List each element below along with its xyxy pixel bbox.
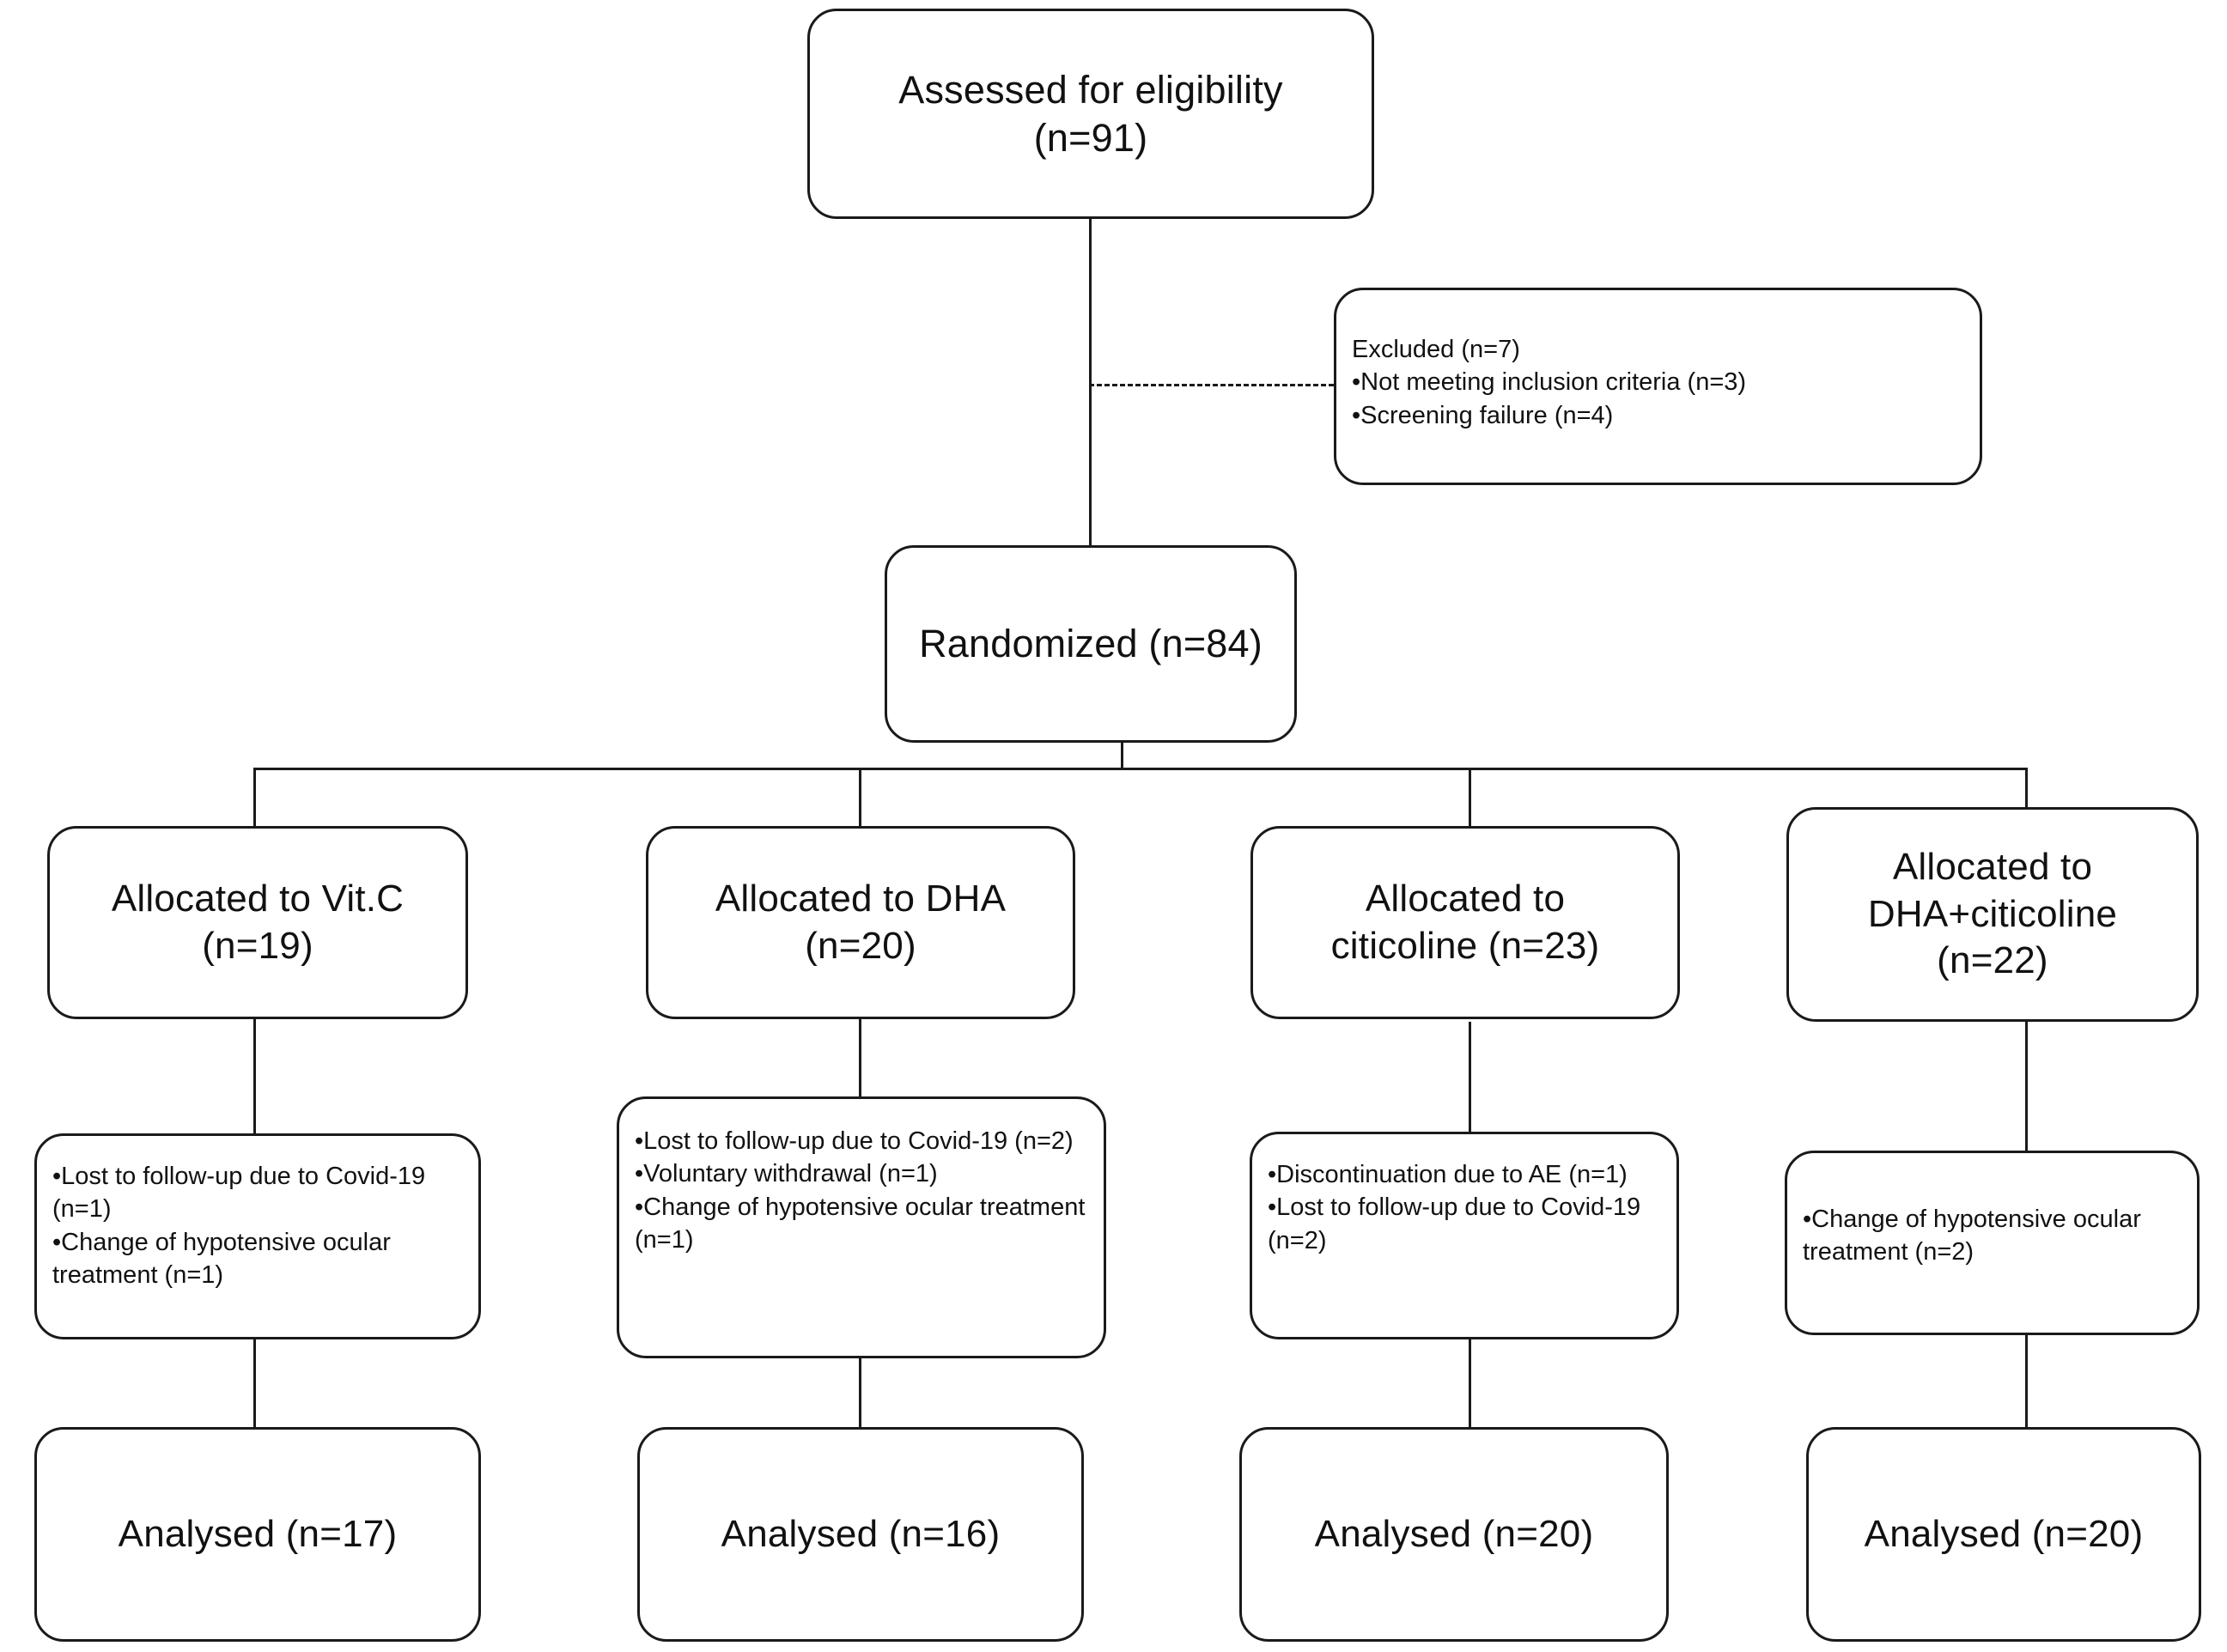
allocation-label-3: Allocated to DHA+citicoline (n=22) <box>1867 846 2118 982</box>
node-analysed-vitc: Analysed (n=17) <box>34 1427 481 1642</box>
excluded-item-1: •Screening failure (n=4) <box>1352 401 1614 429</box>
followup-3-item-0: •Change of hypotensive ocular treatment … <box>1803 1206 2141 1266</box>
branch-bar-segment-2 <box>481 768 1134 770</box>
node-followup-citicoline: •Discontinuation due to AE (n=1) •Lost t… <box>1250 1132 1679 1339</box>
followup-content-1: •Lost to follow-up due to Covid-19 (n=2)… <box>619 1125 1104 1256</box>
connector-branch-to-allocation-2 <box>1469 768 1471 826</box>
node-followup-dha: •Lost to follow-up due to Covid-19 (n=2)… <box>617 1096 1106 1358</box>
connector-followup-to-analysed-0 <box>253 1339 256 1442</box>
followup-0-item-1: •Change of hypotensive ocular treatment … <box>52 1228 391 1289</box>
node-analysed-citicoline: Analysed (n=20) <box>1239 1427 1669 1642</box>
connector-followup-to-analysed-1 <box>859 1358 861 1442</box>
connector-allocation-to-followup-3 <box>2025 1022 2028 1151</box>
analysed-label-0: Analysed (n=17) <box>118 1512 398 1555</box>
node-assessed-for-eligibility: Assessed for eligibility (n=91) <box>807 9 1374 219</box>
followup-content-0: •Lost to follow-up due to Covid-19 (n=1)… <box>37 1160 478 1291</box>
analysed-label-2: Analysed (n=20) <box>1314 1512 1594 1555</box>
node-allocation-dha: Allocated to DHA (n=20) <box>646 826 1075 1019</box>
node-followup-dha-citicoline: •Change of hypotensive ocular treatment … <box>1785 1151 2200 1335</box>
connector-followup-to-analysed-3 <box>2025 1335 2028 1442</box>
analysed-label-3: Analysed (n=20) <box>1864 1512 2144 1555</box>
followup-1-item-1: •Voluntary withdrawal (n=1) <box>635 1160 938 1188</box>
branch-bar-segment-1 <box>253 768 607 770</box>
node-analysed-dha-citicoline: Analysed (n=20) <box>1806 1427 2201 1642</box>
followup-0-item-0: •Lost to follow-up due to Covid-19 (n=1) <box>52 1163 426 1224</box>
connector-randomized-stem <box>1121 743 1123 768</box>
node-excluded: Excluded (n=7) •Not meeting inclusion cr… <box>1334 288 1982 485</box>
analysed-label-1: Analysed (n=16) <box>721 1512 1001 1555</box>
connector-assessed-to-randomized <box>1089 219 1092 562</box>
followup-1-item-0: •Lost to follow-up due to Covid-19 (n=2) <box>635 1127 1074 1155</box>
connector-excluded-dashed <box>1089 384 1334 386</box>
followup-content-3: •Change of hypotensive ocular treatment … <box>1787 1203 2197 1269</box>
node-allocation-vitc: Allocated to Vit.C (n=19) <box>47 826 468 1019</box>
node-assessed-label: Assessed for eligibility (n=91) <box>898 67 1283 160</box>
followup-1-item-2: •Change of hypotensive ocular treatment … <box>635 1193 1086 1254</box>
excluded-content: Excluded (n=7) •Not meeting inclusion cr… <box>1336 333 1980 432</box>
connector-followup-to-analysed-2 <box>1469 1339 1471 1442</box>
connector-allocation-to-followup-0 <box>253 1019 256 1133</box>
allocation-label-1: Allocated to DHA (n=20) <box>715 877 1007 967</box>
followup-2-item-1: •Lost to follow-up due to Covid-19 (n=2) <box>1268 1193 1641 1254</box>
node-allocation-citicoline: Allocated to citicoline (n=23) <box>1250 826 1680 1019</box>
connector-branch-to-allocation-0 <box>253 768 256 826</box>
allocation-label-0: Allocated to Vit.C (n=19) <box>111 877 405 967</box>
node-followup-vitc: •Lost to follow-up due to Covid-19 (n=1)… <box>34 1133 481 1339</box>
node-randomized: Randomized (n=84) <box>885 545 1297 743</box>
node-analysed-dha: Analysed (n=16) <box>637 1427 1084 1642</box>
connector-allocation-to-followup-1 <box>859 1019 861 1096</box>
branch-bar-segment-4 <box>1409 768 2025 770</box>
excluded-heading: Excluded (n=7) <box>1352 336 1520 363</box>
connector-allocation-to-followup-2 <box>1469 1022 1471 1132</box>
followup-2-item-0: •Discontinuation due to AE (n=1) <box>1268 1161 1628 1188</box>
connector-branch-to-allocation-3 <box>2025 768 2028 826</box>
branch-bar-segment-3 <box>1117 768 1477 770</box>
allocation-label-2: Allocated to citicoline (n=23) <box>1330 877 1600 967</box>
followup-content-2: •Discontinuation due to AE (n=1) •Lost t… <box>1252 1158 1676 1257</box>
node-allocation-dha-citicoline: Allocated to DHA+citicoline (n=22) <box>1786 807 2199 1022</box>
excluded-item-0: •Not meeting inclusion criteria (n=3) <box>1352 368 1747 397</box>
connector-branch-to-allocation-1 <box>859 768 861 826</box>
node-randomized-label: Randomized (n=84) <box>919 622 1263 666</box>
